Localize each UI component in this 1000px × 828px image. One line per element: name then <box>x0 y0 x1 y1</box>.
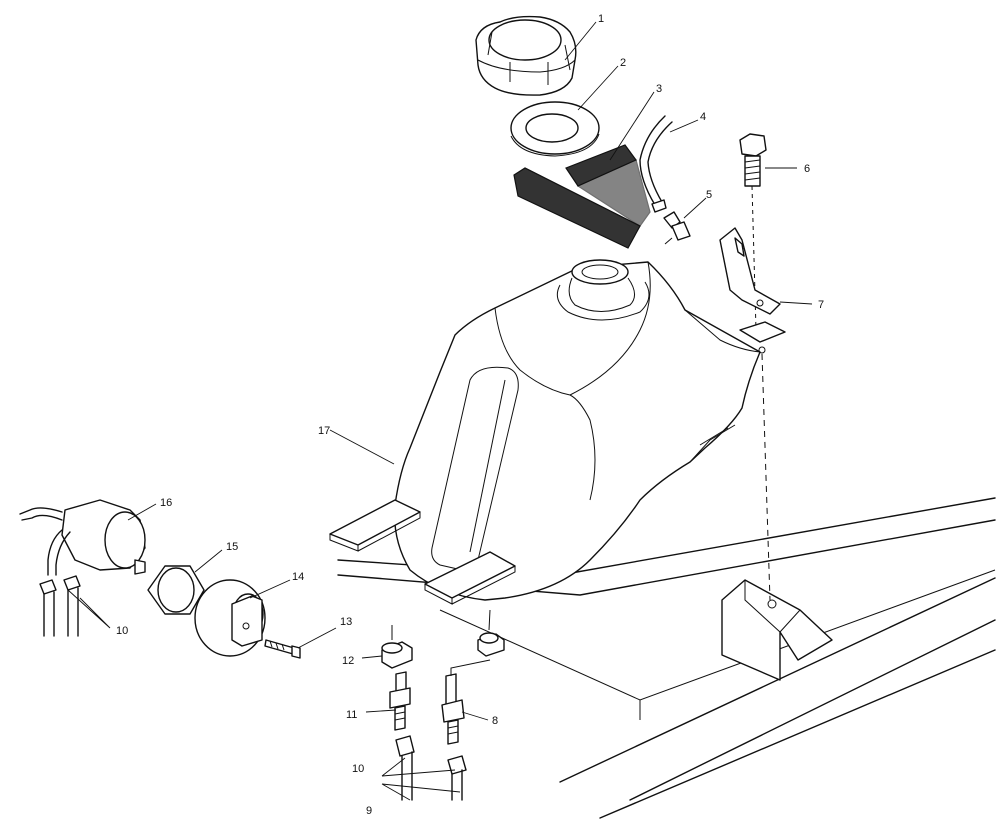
tank-bracket <box>719 227 786 601</box>
filter-screw <box>264 639 301 659</box>
grommets <box>381 609 505 669</box>
callout-5: 5 <box>706 189 712 201</box>
fuel-filter <box>19 499 146 576</box>
callout-13: 13 <box>340 616 352 628</box>
leader-lines <box>67 21 813 801</box>
callout-17: 17 <box>318 425 330 437</box>
cap-gasket <box>510 101 600 157</box>
callout-12: 12 <box>342 655 354 667</box>
fuel-tank <box>393 259 761 601</box>
callout-16: 16 <box>160 497 172 509</box>
frame-rails <box>337 497 996 819</box>
filter-bracket <box>194 579 266 657</box>
callout-11: 11 <box>346 709 357 721</box>
callout-15: 15 <box>226 541 238 553</box>
callout-4: 4 <box>700 111 706 123</box>
callout-labels: 1 2 3 4 5 6 7 8 9 10 10 11 12 13 14 15 1… <box>116 13 824 817</box>
fuel-lines-and-clamps <box>395 735 467 801</box>
vent-fitting <box>663 211 691 245</box>
callout-10-lower: 10 <box>352 763 364 775</box>
foam-pads <box>513 144 651 249</box>
gas-cap <box>475 15 577 96</box>
callout-2: 2 <box>620 57 626 69</box>
mount-bolt <box>739 133 767 331</box>
vent-hose <box>639 115 673 213</box>
callout-3: 3 <box>656 83 662 95</box>
callout-14: 14 <box>292 571 304 583</box>
tank-mounting-pads <box>329 499 516 605</box>
callout-9: 9 <box>366 805 372 817</box>
callout-1: 1 <box>598 13 604 25</box>
nut <box>147 565 205 615</box>
callout-7: 7 <box>818 299 824 311</box>
hose-clamps-left <box>39 575 81 637</box>
callout-8: 8 <box>492 715 498 727</box>
callout-6: 6 <box>804 163 810 175</box>
frame-mount-bracket <box>721 579 833 681</box>
callout-10-left: 10 <box>116 625 128 637</box>
fuel-fittings <box>389 659 491 745</box>
